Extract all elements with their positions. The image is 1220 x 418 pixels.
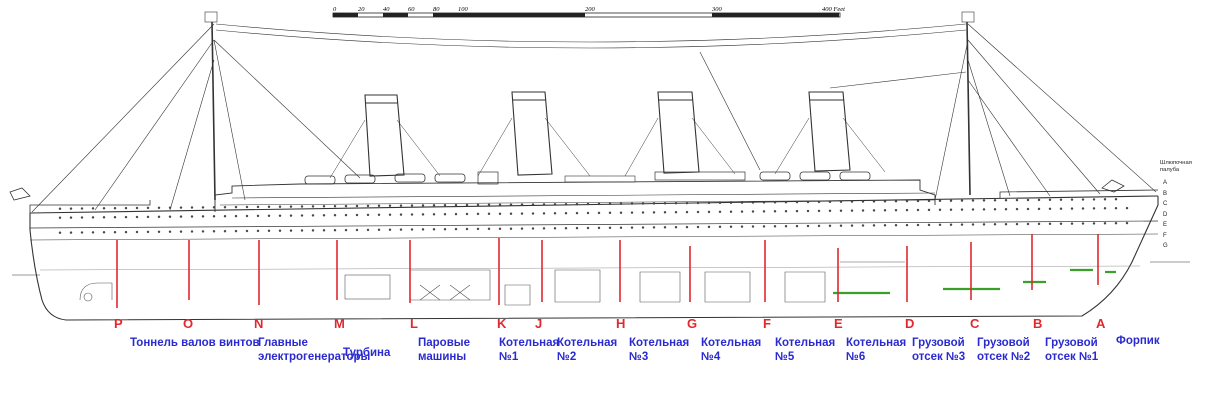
bulkhead-letter: C bbox=[970, 316, 980, 331]
compartment-label-line1: Грузовой bbox=[1045, 337, 1098, 349]
bulkhead-letter: N bbox=[254, 316, 264, 331]
bulkhead-letter: F bbox=[763, 316, 771, 331]
scale-tick-labels: 0 20 40 60 80 100 200 300 400 Feet bbox=[333, 6, 845, 13]
scale-bar bbox=[332, 12, 841, 18]
compartment-label-line2: №1 bbox=[499, 351, 519, 363]
bulkhead-letter: B bbox=[1033, 316, 1043, 331]
compartment-label-line1: Котельная bbox=[846, 337, 907, 349]
compartment-label-line1: Котельная bbox=[629, 337, 690, 349]
compartment-label-line2: отсек №1 bbox=[1045, 351, 1099, 363]
compartment-label: Котельная №5 bbox=[775, 336, 835, 364]
compartment-label: Форпик bbox=[1116, 334, 1160, 348]
compartment-label: Главные электрогенераторы bbox=[258, 336, 370, 364]
scale-tick-label: 40 bbox=[383, 6, 390, 13]
compartment-label-line1: Грузовой bbox=[977, 337, 1030, 349]
bulkhead-letter: J bbox=[535, 316, 543, 331]
compartment-label-line2: №4 bbox=[701, 351, 721, 363]
scale-tick-label: 80 bbox=[433, 6, 440, 13]
compartment-label: Паровые машины bbox=[418, 336, 470, 364]
compartment-label-line1: Котельная bbox=[701, 337, 762, 349]
compartment-label-line1: Котельная bbox=[499, 337, 560, 349]
compartment-label: Котельная №4 bbox=[701, 336, 761, 364]
compartment-label: Котельная №6 bbox=[846, 336, 906, 364]
bulkhead-lines bbox=[116, 234, 1099, 308]
compartment-label-line1: Главные bbox=[258, 337, 308, 349]
compartment-label-line1: Форпик bbox=[1116, 335, 1160, 347]
compartment-label-line1: Турбина bbox=[343, 347, 391, 359]
compartment-label-line1: Котельная bbox=[775, 337, 836, 349]
deck-letter: E bbox=[1163, 222, 1168, 228]
compartment-label-line2: машины bbox=[418, 351, 467, 363]
compartment-label-line2: №2 bbox=[557, 351, 577, 363]
compartment-label-line2: отсек №3 bbox=[912, 351, 966, 363]
scale-tick-label: 200 bbox=[585, 6, 596, 13]
bulkhead-letter: A bbox=[1096, 316, 1106, 331]
deck-letter: A bbox=[1163, 180, 1168, 186]
bulkhead-letter: O bbox=[183, 316, 194, 331]
compartment-label-line2: отсек №2 bbox=[977, 351, 1031, 363]
compartment-label: Грузовой отсек №3 bbox=[912, 336, 965, 364]
compartment-label: Котельная №3 bbox=[629, 336, 689, 364]
compartment-label: Турбина bbox=[343, 346, 390, 360]
deck-letter: G bbox=[1163, 243, 1168, 249]
deck-letter: B bbox=[1163, 190, 1168, 197]
scale-tick-label: 300 bbox=[711, 6, 723, 13]
compartment-label: Котельная №2 bbox=[557, 336, 617, 364]
bulkhead-letter: K bbox=[497, 316, 507, 331]
compartment-label-line1: Тоннель валов винтов bbox=[130, 337, 260, 349]
bulkhead-letter: P bbox=[114, 316, 123, 331]
bulkhead-letter: D bbox=[905, 316, 915, 331]
deck-letter: F bbox=[1163, 232, 1167, 239]
bulkhead-letter: G bbox=[687, 316, 698, 331]
compartment-label-line2: электрогенераторы bbox=[258, 351, 371, 363]
scale-tick-label: 60 bbox=[408, 6, 415, 13]
compartment-label-line1: Паровые bbox=[418, 337, 470, 349]
flooding-marks bbox=[833, 268, 1116, 295]
compartment-label-line2: №5 bbox=[775, 351, 795, 363]
scale-tick-label: 0 bbox=[333, 6, 337, 13]
compartment-label-line1: Котельная bbox=[557, 337, 618, 349]
titanic-outline bbox=[9, 11, 1190, 321]
bulkhead-letter: M bbox=[334, 316, 345, 331]
scale-tick-label: 20 bbox=[358, 6, 365, 13]
compartment-label: Котельная №1 bbox=[499, 336, 559, 364]
bulkhead-letter: L bbox=[410, 316, 418, 331]
deck-letter: D bbox=[1163, 211, 1168, 218]
bulkhead-letter: H bbox=[616, 316, 626, 331]
compartment-label-line2: №6 bbox=[846, 351, 866, 363]
scale-tick-label: 100 bbox=[458, 6, 469, 13]
scale-tick-label: 400 Feet bbox=[822, 6, 845, 13]
compartment-label-line2: №3 bbox=[629, 351, 649, 363]
deck-note: Шлюпочная палуба bbox=[1160, 160, 1192, 173]
compartment-label: Грузовой отсек №1 bbox=[1045, 336, 1098, 364]
compartment-label: Тоннель валов винтов bbox=[130, 336, 260, 350]
bulkhead-letter: E bbox=[834, 316, 843, 331]
compartment-label: Грузовой отсек №2 bbox=[977, 336, 1030, 364]
deck-letter: C bbox=[1163, 201, 1168, 207]
compartment-label-line1: Грузовой bbox=[912, 337, 965, 349]
